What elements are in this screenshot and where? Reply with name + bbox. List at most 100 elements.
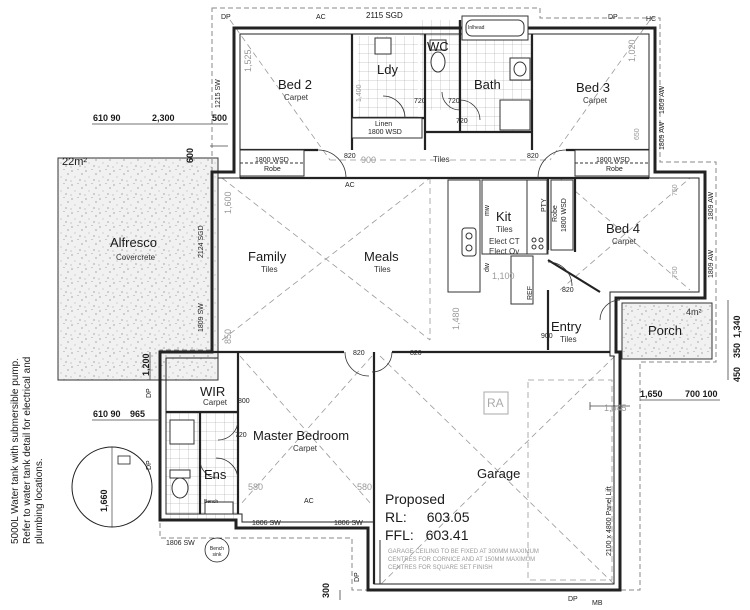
bed2-label: Bed 2	[278, 77, 312, 92]
rl-value: 603.05	[426, 509, 470, 525]
dim-610-90-bot: 610 90	[93, 409, 121, 419]
dim-610-90-top: 610 90	[93, 113, 121, 123]
dim-900-entry: 900	[541, 333, 553, 340]
porch-area-label: 4m²	[686, 307, 702, 317]
bench-sink-circle	[204, 537, 230, 563]
wir-label: WIR	[200, 384, 226, 399]
ceiling-note-line2: CENTRES FOR CORNICE AND AT 150MM MAXIMUM	[388, 557, 536, 563]
dim-1806-sw-c: 1806 SW	[166, 540, 195, 547]
dim-820-c: 820	[353, 350, 365, 357]
bathroom-fixtures	[169, 15, 531, 515]
dim-720-c: 720	[456, 118, 468, 125]
dim-1809-aw-c: 1809 AW	[708, 191, 715, 220]
dim-1045: 1,045	[604, 403, 627, 413]
linen-label: Linen	[375, 121, 393, 128]
dim-dp-b1: DP	[354, 572, 361, 582]
entry-finish: Tiles	[560, 335, 577, 344]
rl-label: RL:	[385, 509, 407, 525]
bed2-robe-label: Robe	[264, 166, 281, 173]
alfresco-label: Alfresco	[110, 235, 157, 250]
dim-750-a: 750	[672, 184, 679, 196]
bed3-robe-wsd: 1800 WSD	[596, 157, 630, 164]
fridge-label: REF	[527, 286, 534, 300]
ffl-label: FFL:	[385, 527, 414, 543]
ffl-line: FFL: 603.41	[385, 526, 470, 544]
family-finish: Tiles	[261, 265, 278, 274]
shower-head-label: Inlhead	[468, 25, 485, 31]
kitchen-finish: Tiles	[496, 225, 513, 234]
dim-900-hall: 900	[361, 155, 377, 165]
dim-350: 350	[732, 342, 742, 358]
dim-1809-aw-b: 1809 AW	[659, 121, 666, 150]
master-bedroom-finish: Carpet	[293, 444, 318, 453]
dim-850: 850	[223, 328, 233, 344]
dim-2124-sgd: 2124 SGD	[198, 225, 205, 258]
roof-hip-lines	[221, 19, 691, 586]
kitchen-label: Kit	[496, 209, 512, 224]
alfresco-area	[57, 157, 219, 381]
pantry-label: PTY	[541, 198, 548, 212]
bed3-finish: Carpet	[583, 96, 608, 105]
dim-580-a: 580	[248, 482, 264, 492]
dim-720-b: 720	[448, 98, 460, 105]
bed3-label: Bed 3	[576, 80, 610, 95]
dim-965: 965	[130, 409, 146, 419]
bed2-robe-wsd: 1800 WSD	[255, 157, 289, 164]
dim-1340: 1,340	[732, 315, 742, 338]
dim-hc-tr: HC	[646, 16, 657, 23]
tank-note-line2: Refer to water tank detail for electrica…	[22, 356, 33, 544]
kitchen	[447, 179, 549, 305]
dim-dp-tr: DP	[608, 14, 618, 21]
dim-1809-aw-d: 1809 AW	[708, 249, 715, 278]
bed3-robe-label: Robe	[606, 166, 623, 173]
ra-label: RA	[487, 396, 504, 410]
dim-300: 300	[321, 582, 331, 598]
dim-1809-aw-a: 1809 AW	[659, 85, 666, 114]
dishwasher-label: dw	[484, 263, 491, 272]
dim-1809-sw: 1809 SW	[198, 303, 205, 332]
dim-2300: 2,300	[152, 113, 175, 123]
master-bedroom-label: Master Bedroom	[253, 428, 350, 443]
tank-pump	[117, 455, 131, 465]
dim-580-b: 580	[357, 482, 373, 492]
panel-lift-label: 2100 x 4800 Panel Lift	[606, 486, 613, 556]
dim-750-b: 750	[672, 266, 679, 278]
bed4-robe-wsd: 1800 WSD	[561, 198, 568, 232]
dim-720-d: 720	[235, 432, 247, 439]
dim-1660: 1,660	[99, 489, 109, 512]
dim-820-a: 820	[344, 153, 356, 160]
dim-1806-sw-a: 1806 SW	[252, 520, 281, 527]
bed2-finish: Carpet	[284, 93, 309, 102]
dim-1480: 1,480	[451, 307, 461, 330]
dim-1400: 1,400	[356, 84, 363, 102]
meals-label: Meals	[364, 249, 399, 264]
dim-1806-sw-b: 1806 SW	[334, 520, 363, 527]
wc-label: WC	[427, 39, 449, 54]
dim-820-b: 820	[527, 153, 539, 160]
tank-note-line3: plumbing locations.	[34, 458, 45, 544]
meals-finish: Tiles	[374, 265, 391, 274]
dim-ac-bed2: AC	[316, 14, 326, 21]
wardrobes	[239, 117, 650, 251]
alfresco-finish: Covercrete	[116, 253, 156, 262]
laundry-label: Ldy	[377, 62, 398, 77]
proposed-title: Proposed	[385, 491, 445, 507]
wir-finish: Carpet	[203, 398, 228, 407]
dim-1215-sw: 1215 SW	[215, 79, 222, 108]
linen-wsd-label: 1800 WSD	[368, 129, 402, 136]
tank-note-line1: 5000L Water tank with submersible pump.	[10, 357, 21, 544]
ffl-value: 603.41	[425, 527, 469, 543]
dim-1600: 1,600	[223, 191, 233, 214]
dim-ac-meals: AC	[345, 182, 355, 189]
dim-mb: MB	[592, 600, 603, 607]
dim-dp-b2: DP	[568, 596, 578, 603]
dim-dp-tl: DP	[221, 14, 231, 21]
dim-600: 600	[185, 147, 195, 163]
ensuite-label: Ens	[204, 467, 227, 482]
family-label: Family	[248, 249, 287, 264]
microwave-label: mw	[484, 205, 491, 216]
ra-box	[483, 391, 509, 415]
bed4-finish: Carpet	[612, 237, 637, 246]
kitchen-elect-ct: Elect CT	[489, 237, 520, 246]
rl-line: RL: 603.05	[385, 508, 470, 526]
